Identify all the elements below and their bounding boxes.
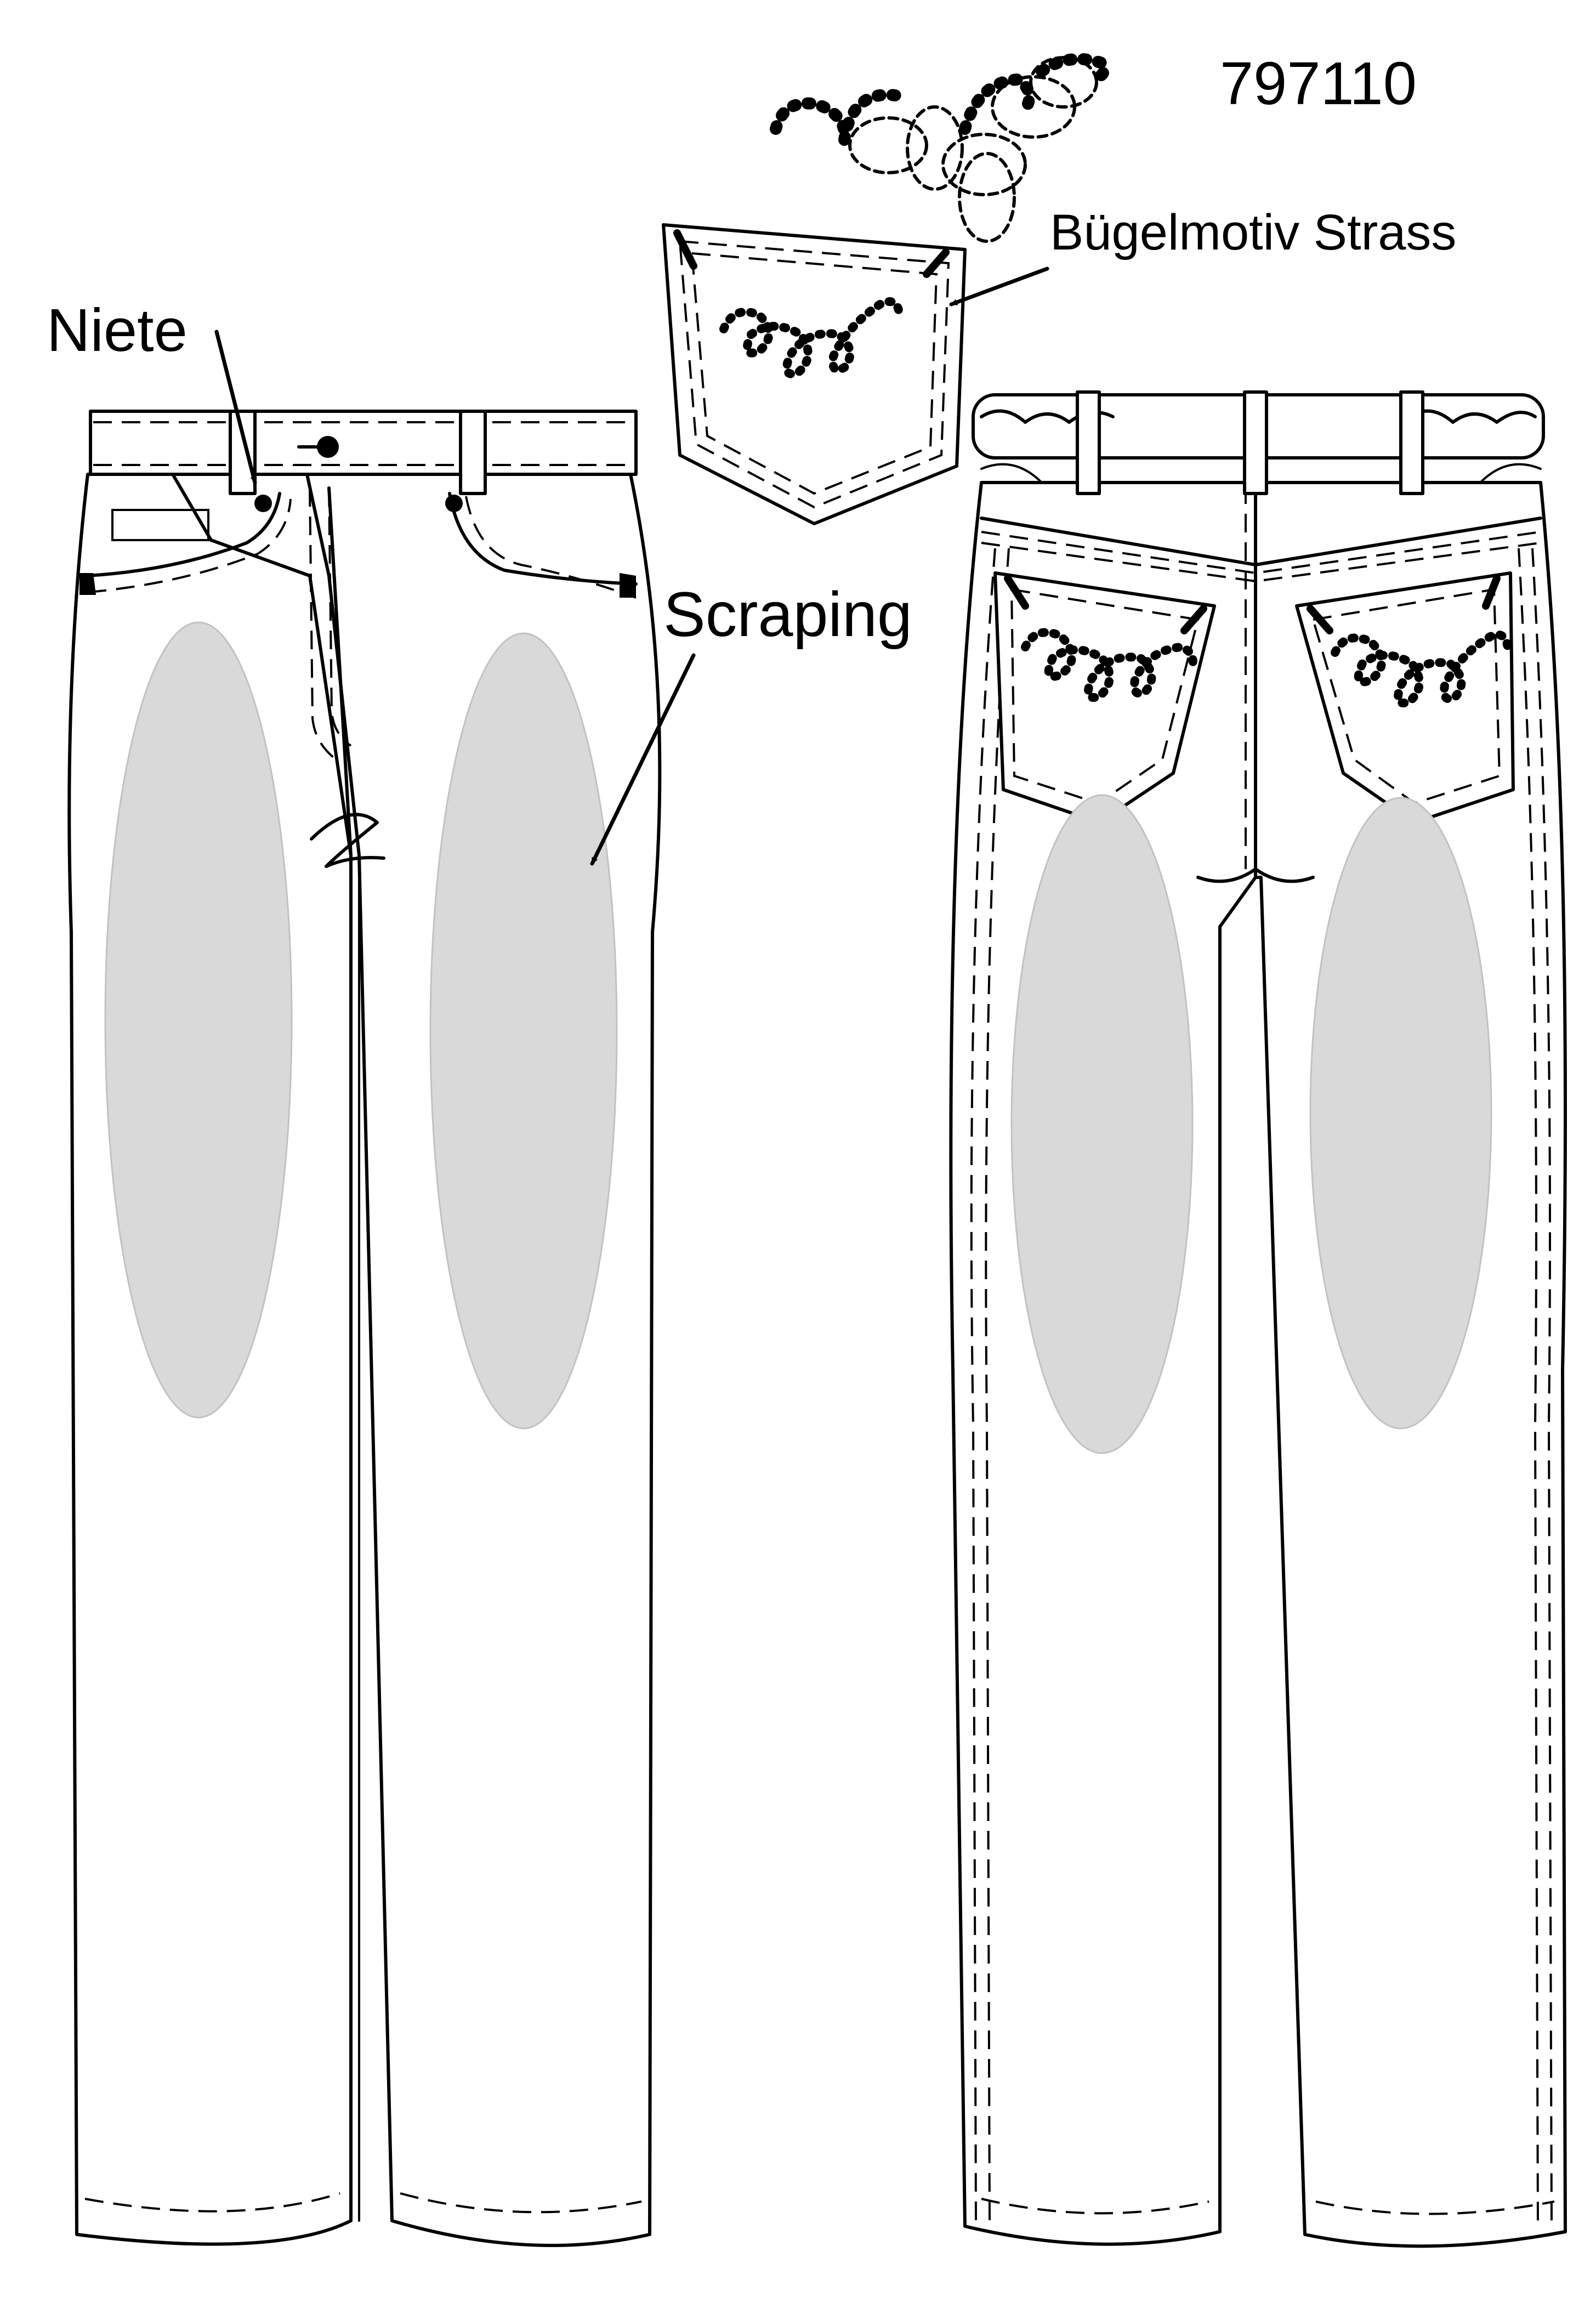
- rivet-pocket-left: [79, 573, 96, 595]
- jeans-back-view: [949, 390, 1567, 2248]
- rhinestone-motif-pocket-detail: [719, 297, 904, 378]
- belt-loop: [1399, 390, 1424, 495]
- rhinestone-motif-label: Bügelmotiv Strass: [1050, 205, 1456, 260]
- style-number: 797110: [1220, 50, 1417, 117]
- rhinestone-motif-arrow: [949, 266, 1049, 307]
- belt-loop: [229, 410, 257, 495]
- scraping-area-back-left: [1010, 794, 1194, 1454]
- rivet-arrow: [214, 330, 257, 485]
- scraping-arrow: [590, 653, 696, 866]
- rhinestone-motif-detail: [770, 53, 1110, 243]
- belt-loop: [1243, 390, 1268, 495]
- scraping-area-front-right: [429, 632, 618, 1430]
- scraping-area-front-left: [104, 621, 293, 1419]
- rivet-pocket-right: [620, 573, 636, 598]
- scraping-area-back-right: [1309, 797, 1492, 1430]
- rivet-label: Niete: [47, 297, 188, 364]
- pocket-detail-outline: [662, 223, 967, 525]
- rivet: [254, 495, 272, 512]
- coin-pocket: [111, 509, 209, 541]
- jeans-front-view: [67, 410, 662, 2247]
- scraping-label: Scraping: [663, 580, 912, 650]
- rhinestone-motif-pocket-left: [1021, 628, 1197, 702]
- rhinestone-motif-pocket-right: [1331, 630, 1512, 707]
- waist-button: [317, 436, 339, 458]
- pocket-detail: [662, 223, 967, 525]
- belt-loop: [459, 410, 487, 495]
- rivet: [445, 495, 463, 512]
- belt-loop: [1076, 390, 1101, 495]
